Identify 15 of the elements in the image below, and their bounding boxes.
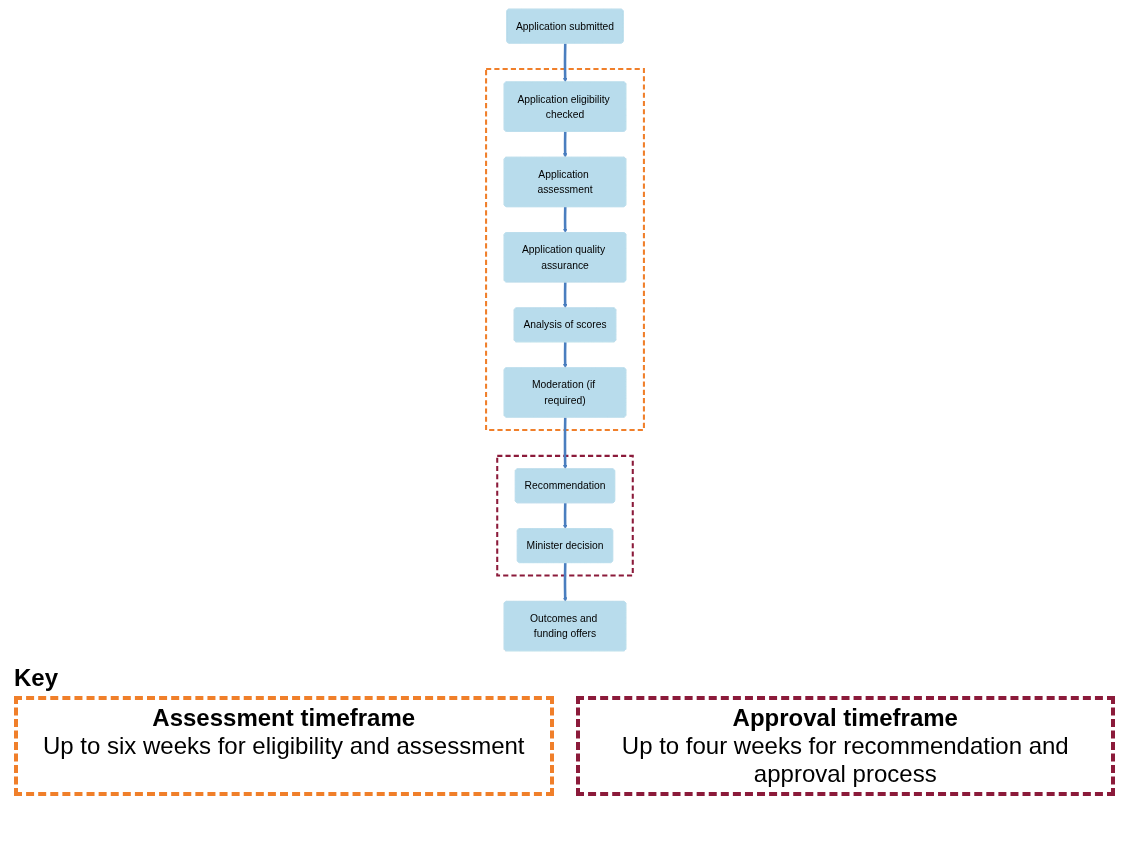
- cluster: [495, 454, 634, 577]
- legend-description: Up to four weeks for recommendation and approval process: [620, 732, 1070, 788]
- arrow: [562, 562, 567, 602]
- key-heading: Key: [14, 664, 59, 692]
- arrow: [562, 342, 567, 369]
- arrow: [562, 503, 567, 530]
- arrow: [562, 206, 567, 233]
- legend-description: Up to six weeks for eligibility and assessment: [41, 732, 526, 760]
- cluster: [484, 67, 645, 432]
- legend-title: Approval timeframe: [732, 704, 958, 732]
- arrow: [562, 43, 567, 83]
- arrow: [562, 282, 567, 309]
- legend-title: Assessment timeframe: [152, 704, 416, 732]
- arrow: [562, 131, 567, 158]
- arrow: [562, 417, 567, 470]
